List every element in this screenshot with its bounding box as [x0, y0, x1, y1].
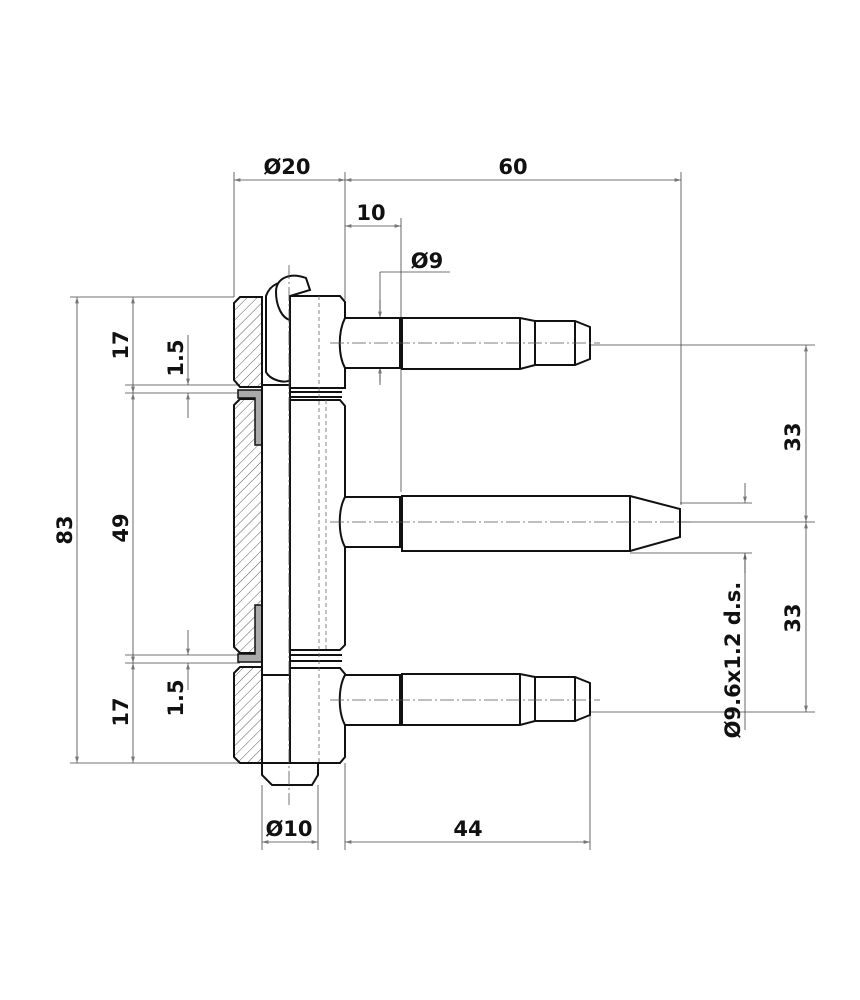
frame-plate-bottom	[233, 666, 263, 764]
dim-overall-depth: 60	[498, 155, 527, 179]
dim-top-section: 17	[109, 330, 133, 359]
extension-lines	[70, 172, 815, 850]
core-pin	[261, 384, 291, 676]
pin-bottom-end	[261, 762, 319, 786]
dimension-labels: Ø20 60 10 Ø9 83 17 1.5 49 1.5 17 33 33 Ø…	[53, 155, 805, 841]
dim-pitch-upper: 33	[781, 422, 805, 451]
dim-core-diameter: Ø10	[265, 817, 312, 841]
dim-middle-section: 49	[109, 513, 133, 542]
dim-pin-offset: 10	[356, 201, 385, 225]
dim-bottom-gap: 1.5	[164, 679, 188, 716]
knuckle-top	[289, 295, 346, 389]
pin-middle	[330, 495, 690, 552]
knuckle-bottom	[289, 667, 346, 764]
dim-thread-spec: Ø9.6x1.2 d.s.	[721, 582, 745, 739]
knuckle-middle	[289, 399, 346, 651]
pin-bottom	[330, 673, 600, 726]
pin-top	[330, 317, 600, 370]
dim-bottom-section: 17	[109, 697, 133, 726]
dim-overall-height: 83	[53, 515, 77, 544]
dim-pin-length: 44	[453, 817, 482, 841]
hinge-part	[233, 265, 690, 805]
dim-pin-diameter: Ø9	[411, 249, 443, 273]
frame-plate-top	[233, 296, 263, 388]
ball-top	[274, 274, 312, 322]
dim-top-gap: 1.5	[164, 339, 188, 376]
dim-outer-diameter: Ø20	[263, 155, 310, 179]
dimension-lines	[75, 178, 808, 844]
dim-pitch-lower: 33	[781, 603, 805, 632]
